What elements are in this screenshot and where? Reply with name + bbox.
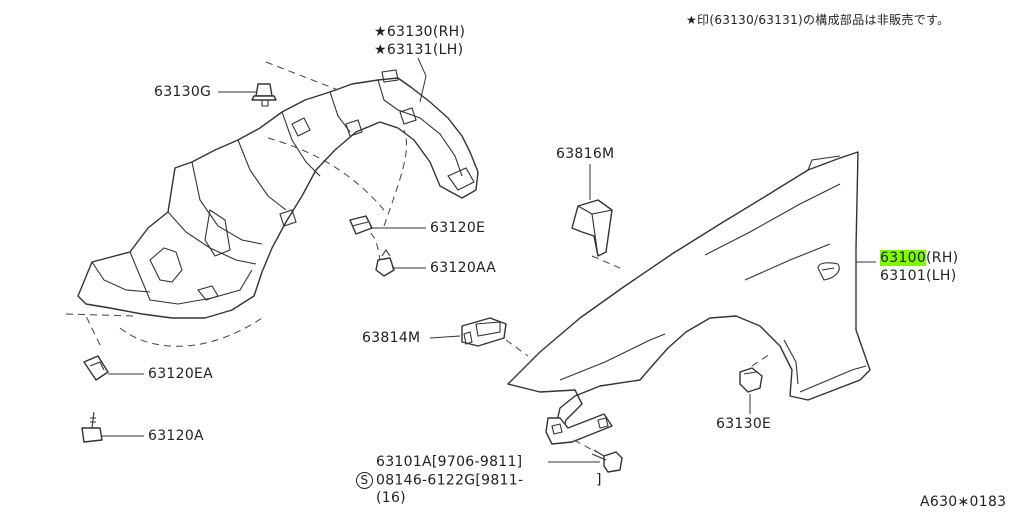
label-63131-lh[interactable]: ★63131(LH) xyxy=(374,42,464,58)
label-63130g[interactable]: 63130G xyxy=(154,84,212,100)
label-63816m[interactable]: 63816M xyxy=(556,146,615,162)
figure-code: A630∗0183 xyxy=(920,494,1007,510)
screw-63120a-drawing[interactable] xyxy=(81,411,103,443)
label-63120e[interactable]: 63120E xyxy=(430,220,486,236)
label-08146-close: ] xyxy=(596,472,602,488)
label-63130e[interactable]: 63130E xyxy=(716,416,772,432)
label-63814m[interactable]: 63814M xyxy=(362,330,421,346)
clip-63120aa-drawing[interactable] xyxy=(375,249,395,277)
label-63100-side: (RH) xyxy=(926,250,959,266)
label-63120a[interactable]: 63120A xyxy=(148,428,204,444)
clip-63120ea-drawing[interactable] xyxy=(83,355,109,381)
leader-63130-rh xyxy=(417,57,427,103)
front-fender-drawing[interactable] xyxy=(507,151,871,443)
label-63120aa[interactable]: 63120AA xyxy=(430,260,497,276)
bolt-08146-drawing[interactable] xyxy=(591,449,623,473)
label-63101a[interactable]: 63101A[9706-9811] xyxy=(376,454,523,470)
label-63101-lh[interactable]: 63101(LH) xyxy=(880,268,957,284)
pad-63816m-drawing[interactable] xyxy=(571,199,613,257)
s-mark-symbol: S xyxy=(356,472,373,489)
bracket-63814m-drawing[interactable] xyxy=(461,317,507,347)
fender-bracket-drawing[interactable] xyxy=(545,413,613,445)
clip-63130g-drawing[interactable] xyxy=(251,83,277,107)
header-note: ★印(63130/63131)の構成部品は非販売です。 xyxy=(686,13,950,27)
label-08146-number: 08146-6122G[9811- xyxy=(376,472,524,489)
label-08146-qty: (16) xyxy=(376,490,406,506)
clip-63120e-drawing[interactable] xyxy=(349,215,373,235)
label-63100-rh[interactable]: 63100(RH) xyxy=(880,250,958,266)
label-63100-number: 63100 xyxy=(880,250,927,266)
fender-liner-drawing[interactable] xyxy=(77,69,479,319)
label-63130-rh[interactable]: ★63130(RH) xyxy=(374,24,466,40)
leader-63814m xyxy=(429,335,461,339)
label-63120ea[interactable]: 63120EA xyxy=(148,366,214,382)
clip-63130e-drawing[interactable] xyxy=(739,367,763,393)
